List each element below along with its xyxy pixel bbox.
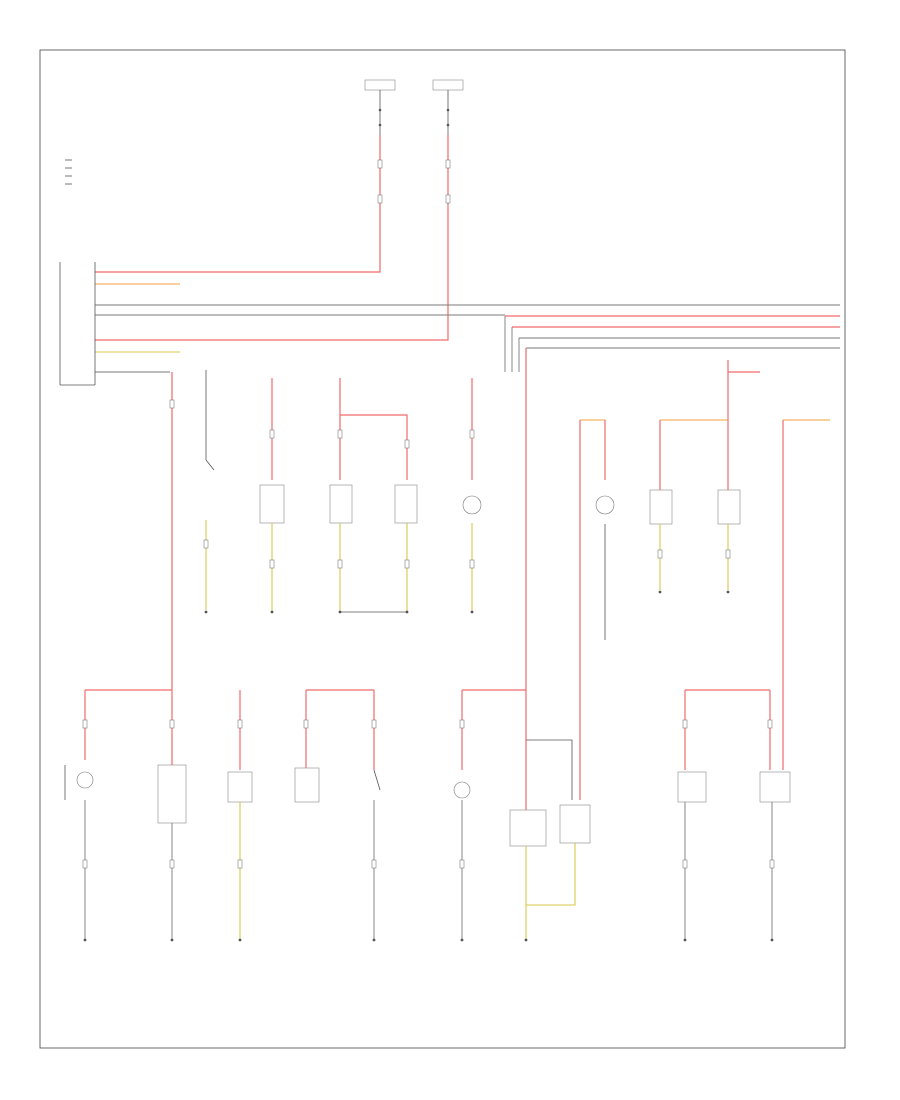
wire-feed-right	[95, 135, 449, 341]
bottom-row-middle	[453, 689, 591, 942]
fuse-source-left	[364, 79, 396, 135]
diagram-frame	[39, 49, 846, 1049]
legend	[65, 159, 72, 185]
fuse-source-right	[432, 79, 464, 135]
bottom-row-left	[64, 689, 381, 942]
bottom-row-right	[677, 689, 791, 942]
connector-pins	[82, 159, 775, 869]
middle-row-components	[171, 370, 482, 690]
right-middle-components	[579, 360, 830, 690]
left-control-module	[59, 262, 96, 386]
wire-feed-left	[95, 135, 381, 273]
